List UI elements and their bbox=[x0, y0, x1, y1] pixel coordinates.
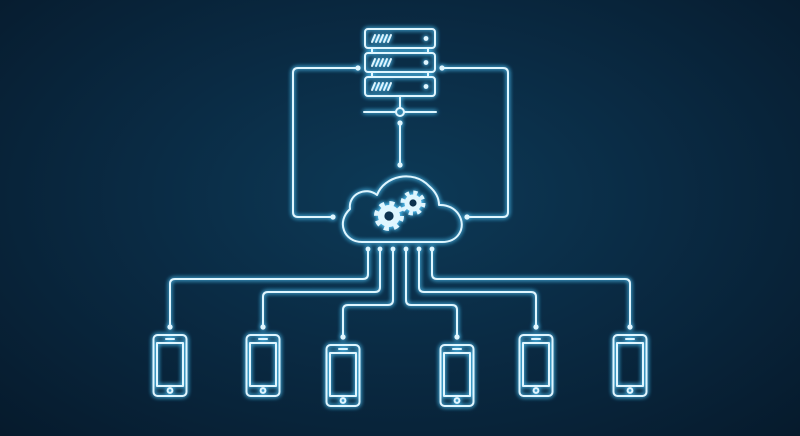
smartphone-icon bbox=[245, 334, 281, 397]
server-unit bbox=[364, 52, 436, 78]
device-link bbox=[340, 246, 396, 340]
network-junction-icon bbox=[363, 95, 437, 168]
smartphone-icon bbox=[325, 344, 361, 407]
cloud-gears-icon bbox=[341, 175, 463, 243]
smartphone-icon bbox=[152, 334, 188, 397]
device-link bbox=[429, 246, 633, 330]
server-cloud-link-left bbox=[292, 65, 361, 220]
gear-small-icon bbox=[400, 190, 426, 216]
server-cloud-link-right bbox=[439, 65, 509, 220]
device-link bbox=[416, 246, 539, 330]
smartphone-icon bbox=[518, 334, 554, 397]
smartphone-icon bbox=[612, 334, 648, 397]
server-unit bbox=[364, 28, 436, 54]
server-rack-icon bbox=[364, 28, 436, 97]
smartphone-icon bbox=[439, 344, 475, 407]
device-link bbox=[167, 246, 371, 330]
device-link bbox=[403, 246, 460, 340]
gear-large-icon bbox=[374, 201, 404, 231]
device-link bbox=[260, 246, 383, 330]
server-unit bbox=[364, 76, 436, 97]
